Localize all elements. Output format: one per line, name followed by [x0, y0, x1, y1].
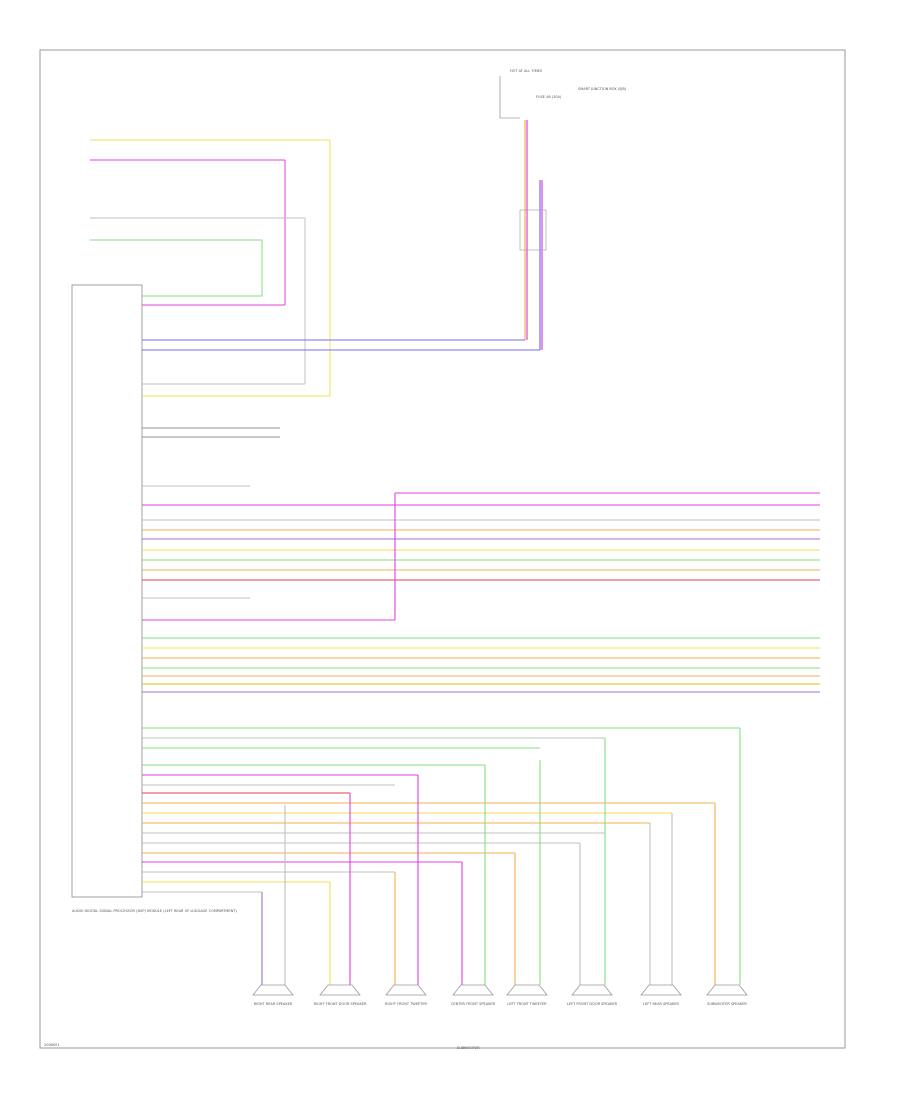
speaker-label: RIGHT REAR SPEAKER: [254, 1002, 293, 1006]
speaker-drops: [261, 728, 741, 985]
speaker-left-rear: LEFT REAR SPEAKER: [640, 984, 682, 1006]
module-label: AUDIO DIGITAL SIGNAL PROCESSOR (DSP) MOD…: [72, 909, 237, 913]
speaker-label: LEFT REAR SPEAKER: [643, 1002, 679, 1006]
speaker-right-front-door: RIGHT FRONT DOOR SPEAKER: [314, 984, 367, 1006]
speaker-row: RIGHT REAR SPEAKER RIGHT FRONT DOOR SPEA…: [252, 984, 748, 1006]
power-source: HOT AT ALL TIMES FUSE 48 (30A) SMART JUN…: [499, 69, 627, 350]
speaker-label: RIGHT FRONT TWEETER: [385, 1002, 427, 1006]
top-connector-label: HOT AT ALL TIMES: [510, 69, 543, 73]
dsp-module: AUDIO DIGITAL SIGNAL PROCESSOR (DSP) MOD…: [71, 284, 237, 913]
diagram-frame: [39, 49, 846, 1049]
speaker-label: CENTER FRONT SPEAKER: [451, 1002, 496, 1006]
speaker-center-front: CENTER FRONT SPEAKER: [451, 984, 496, 1006]
speaker-label: LEFT FRONT DOOR SPEAKER: [567, 1002, 618, 1006]
power-block-label: SMART JUNCTION BOX (SJB): [578, 87, 627, 91]
speaker-label: LEFT FRONT TWEETER: [507, 1002, 547, 1006]
speaker-label: SUBWOOFER SPEAKER: [707, 1002, 747, 1006]
subwoofer-label: SUBWOOFER: [457, 1046, 480, 1050]
frame-code: 2006001: [44, 1043, 60, 1047]
speaker-right-rear: RIGHT REAR SPEAKER: [252, 984, 294, 1006]
top-fuse-label: FUSE 48 (30A): [536, 95, 562, 99]
speaker-subwoofer: SUBWOOFER SPEAKER: [706, 984, 748, 1006]
speaker-left-front-door: LEFT FRONT DOOR SPEAKER: [567, 984, 618, 1006]
module-wires: [142, 295, 820, 893]
left-top-connectors: [90, 139, 331, 396]
speaker-label: RIGHT FRONT DOOR SPEAKER: [314, 1002, 367, 1006]
speaker-right-front-tweeter: RIGHT FRONT TWEETER: [385, 984, 428, 1006]
speaker-left-front-tweeter: LEFT FRONT TWEETER: [506, 984, 548, 1006]
